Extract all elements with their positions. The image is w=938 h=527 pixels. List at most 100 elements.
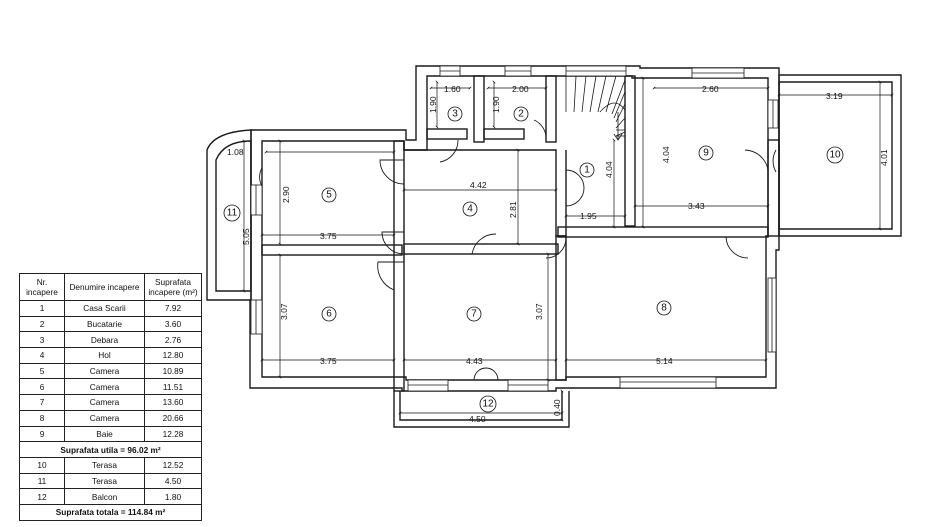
dim-3-75b: 3.75 <box>320 356 337 366</box>
room-9-label: 9 <box>703 148 709 159</box>
cell-area: 12.28 <box>144 425 202 443</box>
dim-4-50: 4.50 <box>469 414 486 424</box>
cell-area: 2.76 <box>144 331 202 349</box>
dim-3-19: 3.19 <box>826 91 843 101</box>
cell-name: Balcon <box>64 488 145 505</box>
cell-nr: 9 <box>19 425 65 443</box>
subtotal-text: Suprafata utila = 96.02 m² <box>19 441 202 458</box>
cell-name: Baie <box>64 425 145 443</box>
room-5-label: 5 <box>326 190 332 201</box>
dim-4-04b: 4.04 <box>661 146 671 163</box>
cell-area: 1.80 <box>144 488 202 505</box>
windows <box>250 65 779 392</box>
room-1-label: 1 <box>584 165 590 176</box>
cell-name: Camera <box>64 378 145 396</box>
cell-name: Camera <box>64 362 145 380</box>
cell-name: Hol <box>64 347 145 364</box>
dim-1-95: 1.95 <box>580 211 597 221</box>
cell-nr: 6 <box>19 378 65 396</box>
dim-1-60: 1.60 <box>444 84 461 94</box>
total-text: Suprafata totala = 114.84 m² <box>19 503 202 521</box>
room-3-label: 3 <box>452 109 458 120</box>
cell-area: 3.60 <box>144 315 202 333</box>
header-area: Suprafata incapere (m²) <box>144 273 202 301</box>
room-8-label: 8 <box>661 303 667 314</box>
cell-nr: 8 <box>19 409 65 427</box>
room-area-table: Nr. incapere Denumire incapere Suprafata… <box>19 273 202 521</box>
cell-area: 13.60 <box>144 394 202 411</box>
cell-name: Terasa <box>64 472 145 490</box>
dim-3-75a: 3.75 <box>320 231 337 241</box>
header-nr: Nr. incapere <box>19 273 65 301</box>
cell-name: Camera <box>64 394 145 411</box>
dim-3-43: 3.43 <box>688 201 705 211</box>
table-header-row: Nr. incapere Denumire incapere Suprafata… <box>19 273 202 301</box>
cell-area: 4.50 <box>144 472 202 490</box>
cell-name: Bucatarie <box>64 315 145 333</box>
room-2-label: 2 <box>518 109 524 120</box>
dim-1-90a: 1.90 <box>428 96 438 113</box>
dim-3-07b: 3.07 <box>534 303 544 320</box>
dim-4-01: 4.01 <box>879 149 889 166</box>
dim-4-42: 4.42 <box>470 180 487 190</box>
cell-nr: 4 <box>19 347 65 364</box>
dim-2-81: 2.81 <box>508 201 518 218</box>
doors <box>259 119 777 381</box>
cell-nr: 3 <box>19 331 65 349</box>
dim-4-04a: 4.04 <box>604 161 614 178</box>
cell-nr: 5 <box>19 362 65 380</box>
dim-1-08: 1.08 <box>227 147 244 157</box>
dim-3-07a: 3.07 <box>279 303 289 320</box>
dim-2-60: 2.60 <box>702 84 719 94</box>
walls <box>206 65 902 428</box>
room-11-label: 11 <box>227 208 238 219</box>
room-numbers <box>223 106 844 413</box>
room-10-label: 10 <box>829 150 841 161</box>
dim-4-43: 4.43 <box>466 356 483 366</box>
cell-area: 7.92 <box>144 300 202 317</box>
room-6-label: 6 <box>326 309 332 320</box>
room-4-label: 4 <box>467 204 473 215</box>
room-number-labels: 1 2 3 4 5 6 7 8 9 10 11 12 <box>227 109 841 410</box>
cell-nr: 11 <box>19 472 65 490</box>
cell-name: Casa Scarii <box>64 300 145 317</box>
cell-area: 12.52 <box>144 456 202 474</box>
cell-nr: 7 <box>19 394 65 411</box>
dim-0-40: 0.40 <box>552 399 562 416</box>
room-12-label: 12 <box>482 399 494 410</box>
dim-5-05: 5.05 <box>241 228 251 245</box>
cell-name: Terasa <box>64 456 145 474</box>
dimension-labels: 1.08 1.60 1.90 2.00 1.90 2.60 3.19 2.90 … <box>227 84 889 424</box>
cell-nr: 2 <box>19 315 65 333</box>
dim-5-14: 5.14 <box>656 356 673 366</box>
dimension-lines <box>242 76 894 422</box>
cell-area: 11.51 <box>144 378 202 396</box>
cell-name: Debara <box>64 331 145 349</box>
staircase <box>565 75 626 141</box>
dim-2-90: 2.90 <box>281 186 291 203</box>
room-7-label: 7 <box>471 309 477 320</box>
cell-name: Camera <box>64 409 145 427</box>
dim-1-90b: 1.90 <box>491 96 501 113</box>
cell-nr: 10 <box>19 456 65 474</box>
cell-nr: 12 <box>19 488 65 505</box>
dim-2-00: 2.00 <box>512 84 529 94</box>
cell-nr: 1 <box>19 300 65 317</box>
header-name: Denumire incapere <box>64 273 145 301</box>
total-row: Suprafata totala = 114.84 m² <box>19 503 202 521</box>
cell-area: 12.80 <box>144 347 202 364</box>
subtotal-row: Suprafata utila = 96.02 m² <box>19 441 202 458</box>
cell-area: 20.66 <box>144 409 202 427</box>
